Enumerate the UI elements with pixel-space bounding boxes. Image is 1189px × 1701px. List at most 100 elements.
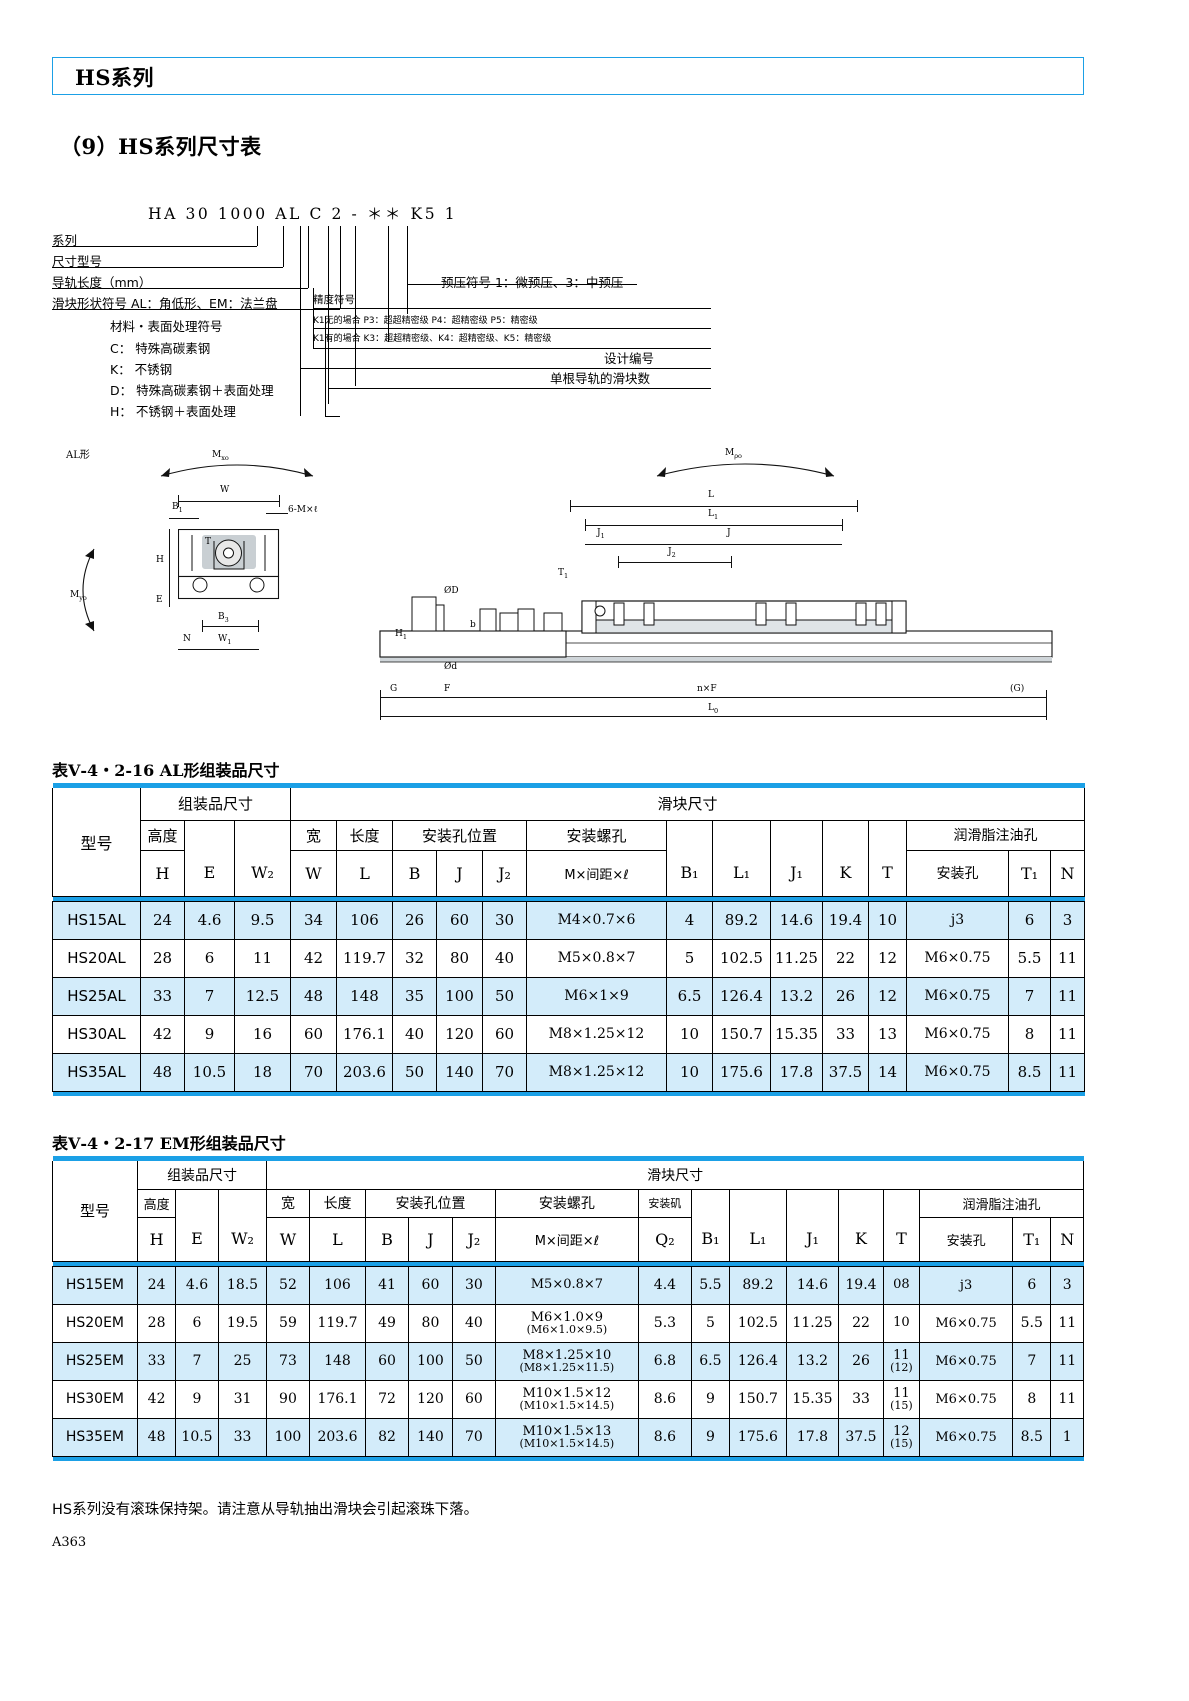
table2-sym-B1: B₁ (690, 1217, 731, 1262)
table2-cell-T1: 7 (1012, 1341, 1052, 1381)
label-L1: L1 (708, 509, 719, 521)
table2-cell-M: M6×1.0×9(M6×1.0×9.5) (494, 1303, 640, 1343)
designation-code: HA 30 1000 AL C 2 - ＊＊ K5 1 (148, 205, 458, 223)
table2-cell-B: 60 (365, 1341, 409, 1381)
label-mxo: Mxo (212, 450, 229, 462)
table2-sym-K: K (838, 1217, 884, 1262)
table1-cell-B: 26 (392, 900, 437, 940)
table1-cell-K: 22 (822, 938, 869, 978)
table2-sym-W2: W₂ (217, 1217, 268, 1262)
table1-cell-B: 40 (392, 1014, 437, 1054)
table1-header-height: 高度 (140, 819, 185, 851)
table1-cell-H: 48 (140, 1052, 185, 1092)
table1-cell-M: M6×1×9 (526, 976, 667, 1016)
designation-accuracy-row2: K1有的場合 K3：超超精密级、K4：超精密级、K5：精密级 (313, 334, 552, 344)
table2-cell-M: M8×1.25×10(M8×1.25×11.5) (494, 1341, 640, 1381)
table1-sym-B1: B₁ (666, 850, 713, 897)
table1-sym-H: H (140, 849, 185, 897)
table2-cell-T1: 5.5 (1012, 1303, 1052, 1343)
table2-sym-T1: T₁ (1012, 1216, 1052, 1262)
table1-cell-J1: 13.2 (770, 976, 823, 1016)
table1-cell-N: 11 (1050, 938, 1085, 978)
table1-cell-T: 12 (868, 976, 907, 1016)
table1-cell-E: 7 (184, 976, 235, 1016)
footer-note: HS系列没有滚珠保持架。请注意从导轨抽出滑块会引起滚珠下落。 (52, 1502, 479, 1518)
label-e: E (156, 595, 163, 605)
table-em-dimensions: 型号 组装品尺寸 滑块尺寸 高度 宽 长度 安装孔位置 安装螺孔 安装矶 润滑脂… (52, 1156, 1084, 1461)
table2-cell-Q2: 4.4 (638, 1265, 692, 1305)
label-J2: J2 (668, 547, 676, 559)
label-G-paren: (G) (1010, 684, 1025, 694)
table2-cell-N: 1 (1050, 1417, 1084, 1457)
part-number-designation-diagram: HA 30 1000 AL C 2 - ＊＊ K5 1 系列 尺寸型号 导轨长度… (52, 196, 712, 419)
designation-accuracy-title: 精度符号 (313, 294, 355, 306)
label-t: T (205, 537, 212, 547)
table2-sym-T: T (882, 1217, 921, 1262)
table1-topbar-row (52, 783, 1085, 788)
table1-cell-W2: 11 (234, 938, 291, 978)
table2-cell-W: 59 (266, 1303, 310, 1343)
label-G: G (390, 684, 398, 694)
table2-cell-J1: 13.2 (785, 1341, 840, 1381)
table-al-dimensions: 型号 组装品尺寸 滑块尺寸 高度 宽 长度 安装孔位置 安装螺孔 润滑脂注油孔 … (52, 783, 1085, 1096)
table1-cell-K: 33 (822, 1014, 869, 1054)
table2-sym-H: H (136, 1216, 177, 1262)
table2-cell-J2: 60 (452, 1379, 496, 1419)
table2-cell-E: 10.5 (175, 1417, 219, 1457)
designation-preload-label: 预压符号 1：微预压、3：中预压 (441, 275, 624, 290)
table2-sym-Q2: Q₂ (638, 1216, 692, 1262)
table2-cell-T: 12(15) (882, 1417, 921, 1457)
table2-cell-B1: 9 (690, 1417, 731, 1457)
table1-cell-J2: 60 (482, 1014, 527, 1054)
table1-symbol-row: H E W₂ W L B J J₂ M×间距×ℓ B₁ L₁ J₁ K T 安装… (53, 849, 1085, 897)
label-L0: L0 (708, 703, 719, 715)
table2-cell-hole: M6×0.75 (919, 1379, 1014, 1419)
table2-cell-E: 6 (175, 1303, 219, 1343)
table1-cell-model: HS15AL (52, 900, 141, 940)
table2-header-block: 滑块尺寸 (266, 1161, 1084, 1190)
table2-header-blank-k (838, 1188, 884, 1217)
table2-cell-L: 106 (308, 1265, 367, 1305)
table1-cell-B1: 5 (666, 938, 713, 978)
table2-cell-T1: 8.5 (1012, 1417, 1052, 1457)
table1-cell-B: 35 (392, 976, 437, 1016)
table2-cell-W2: 31 (217, 1379, 268, 1419)
table2-cell-N: 11 (1050, 1379, 1084, 1419)
table1-sym-J1: J₁ (770, 850, 823, 897)
table2-cell-J2: 70 (452, 1417, 496, 1457)
table1-cell-T: 12 (868, 938, 907, 978)
table1-cell-J2: 70 (482, 1052, 527, 1092)
table2-header-assembly: 组装品尺寸 (136, 1161, 268, 1190)
table1-cell-W2: 9.5 (234, 900, 291, 940)
table2-header-grease: 润滑脂注油孔 (919, 1188, 1084, 1218)
table1-sym-T: T (868, 850, 907, 897)
table2-header-height: 高度 (136, 1188, 177, 1218)
table2-sym-hole: 安装孔 (919, 1216, 1014, 1262)
table2-cell-N: 11 (1050, 1341, 1084, 1381)
table1-cell-T1: 8 (1008, 1014, 1051, 1054)
table2-cell-model: HS15EM (52, 1265, 138, 1305)
table1-sym-J2: J₂ (482, 849, 527, 897)
designation-label-series: 系列 (52, 233, 78, 248)
designation-design-no: 设计编号 (604, 351, 655, 366)
table2-cell-K: 33 (838, 1379, 884, 1419)
table2-cell-Q2: 6.8 (638, 1341, 692, 1381)
designation-material-c: C： 特殊高碳素钢 (110, 341, 211, 356)
table2-sym-L1: L₁ (729, 1217, 787, 1262)
table1-cell-B1: 4 (666, 900, 713, 940)
table2-cell-T: 10 (882, 1303, 921, 1343)
table1-cell-W2: 16 (234, 1014, 291, 1054)
table2-cell-K: 26 (838, 1341, 884, 1381)
table2-sym-J: J (407, 1216, 454, 1262)
label-J: J (727, 528, 731, 538)
table1-group-header-row: 型号 组装品尺寸 滑块尺寸 (52, 788, 1085, 897)
table2-cell-hole: M6×0.75 (919, 1417, 1014, 1457)
table1-cell-L1: 102.5 (712, 938, 771, 978)
table1-cell-J1: 11.25 (770, 938, 823, 978)
table1-header-blank-j1 (770, 819, 823, 850)
table1-cell-E: 6 (184, 938, 235, 978)
table2-cell-T: 11(15) (882, 1379, 921, 1419)
